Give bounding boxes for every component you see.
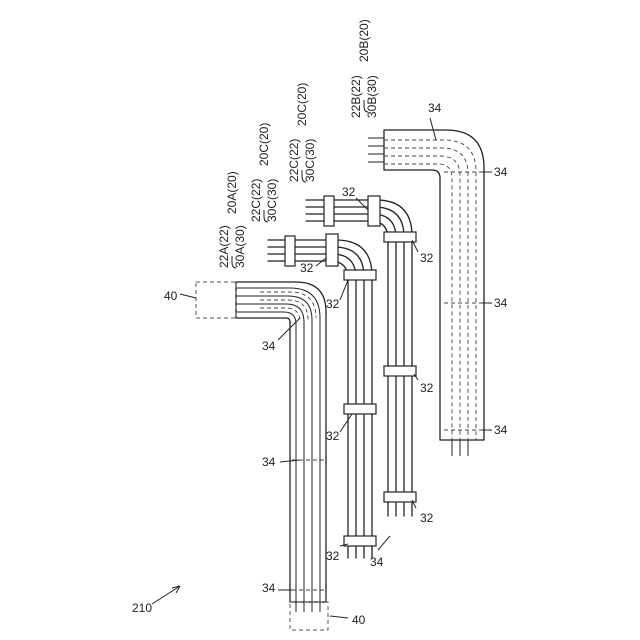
clamp-c1-low xyxy=(344,536,376,546)
clamp-label-c2-b: 32 xyxy=(420,251,434,265)
clamp-c1-mid xyxy=(344,404,376,414)
protector-label-b1: 34 xyxy=(428,101,442,115)
wire-label-c2: 22C(22) xyxy=(287,139,301,182)
tube-label-c1: 30C(30) xyxy=(265,179,279,222)
wire-c2-4 xyxy=(306,221,388,516)
connector-label-bottom: 40 xyxy=(352,613,366,627)
protector-plate-b xyxy=(384,130,484,440)
clamp-c1-top xyxy=(285,236,295,266)
protector-label-mid: 34 xyxy=(370,555,384,569)
wire-label-c1: 22C(22) xyxy=(249,179,263,222)
harness-c2 xyxy=(306,196,416,516)
clamp-c2-mid xyxy=(384,366,416,376)
group-label-c2: 20C(20) xyxy=(295,83,309,126)
connector-label-top: 40 xyxy=(164,289,178,303)
group-label-b: 20B(20) xyxy=(357,19,371,62)
group-label-a: 20A(20) xyxy=(225,171,239,214)
group-label-c1: 20C(20) xyxy=(257,123,271,166)
protector-label-b2: 34 xyxy=(494,165,508,179)
tube-b-dash-1 xyxy=(384,140,476,440)
wire-label-b: 22B(22) xyxy=(349,75,363,118)
clamp-label-c1-d: 32 xyxy=(326,549,340,563)
wire-c1-2 xyxy=(268,247,364,558)
tube-label-a: 30A(30) xyxy=(233,225,247,268)
clamp-c2-low xyxy=(384,492,416,502)
clamp-label-c2-d: 32 xyxy=(420,511,434,525)
tube-label-b: 30B(30) xyxy=(365,75,379,118)
clamp-c2-bend xyxy=(368,196,380,226)
clamp-c2-top xyxy=(324,196,334,226)
clamp-c1-bend xyxy=(326,234,338,266)
protector-label-a3: 34 xyxy=(262,581,276,595)
protector-label-a2: 34 xyxy=(262,455,276,469)
wire-a-1 xyxy=(236,288,320,612)
tube-a-dash-3 xyxy=(260,308,300,322)
wire-b-bottom xyxy=(452,440,468,456)
protector-label-a1: 34 xyxy=(262,339,276,353)
wire-label-a: 22A(22) xyxy=(217,225,231,268)
ref-210-label: 210 xyxy=(132,601,152,615)
clamp-label-c1-c: 32 xyxy=(326,429,340,443)
clamp-label-c2-c: 32 xyxy=(420,381,434,395)
tube-label-c2: 30C(30) xyxy=(303,139,317,182)
protector-label-b3: 34 xyxy=(494,296,508,310)
protector-label-b4: 34 xyxy=(494,423,508,437)
clamp-c2-curve xyxy=(384,232,416,242)
tube-b-dash-4 xyxy=(384,164,452,440)
clamp-label-c1-a: 32 xyxy=(300,261,314,275)
harness-b xyxy=(368,130,484,456)
connector-a-top xyxy=(196,282,236,318)
leader-lines xyxy=(152,100,492,618)
clamp-label-c2-a: 32 xyxy=(342,185,356,199)
clamp-label-c1-b: 32 xyxy=(326,297,340,311)
clamp-c1-curve xyxy=(344,270,376,280)
